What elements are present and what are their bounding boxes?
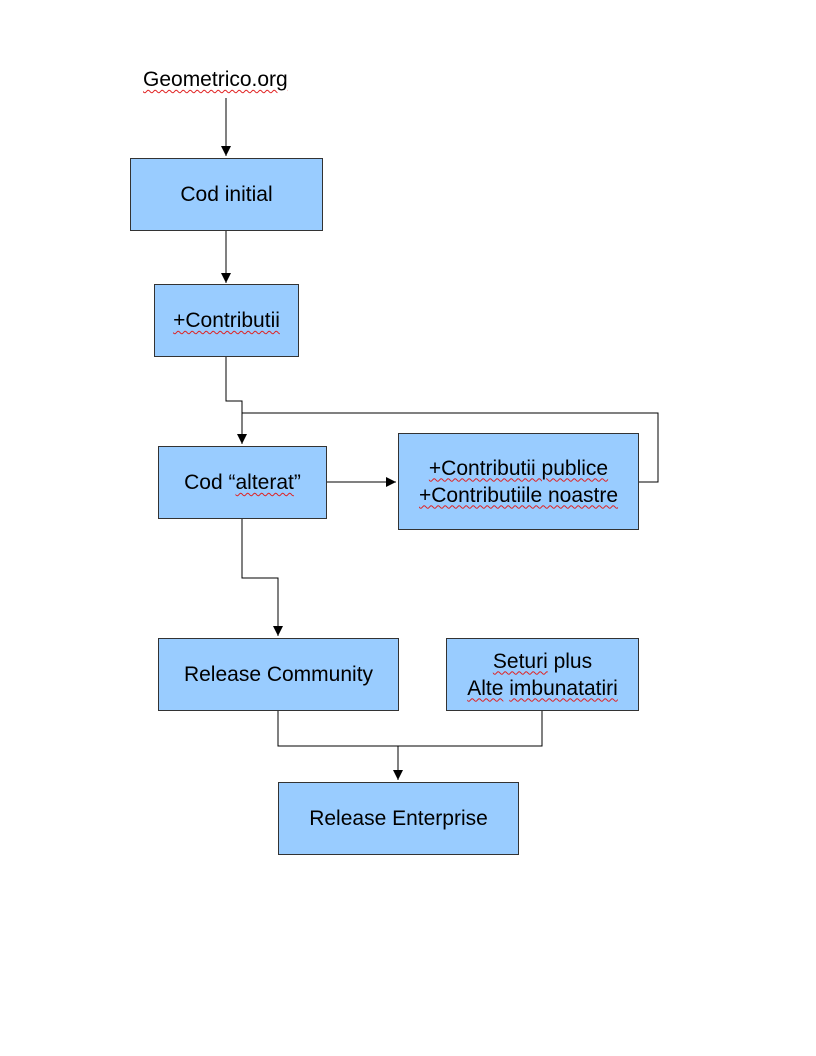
node-alte-word: Alte	[467, 676, 504, 700]
node-imbunatatiri-word: imbunatatiri	[509, 676, 618, 700]
node-contributii-line2: +Contributiile noastre	[418, 483, 619, 507]
node-seturi-rest: plus	[547, 649, 593, 673]
edge-cod-alterat-to-release-community	[241, 518, 283, 636]
node-seturi-line1: Seturi plus	[493, 648, 592, 675]
node-cod-alterat-text: Cod “alterat”	[184, 469, 301, 496]
node-contributii: +Contributii	[154, 284, 299, 357]
node-contributii-text: +Contributii	[173, 309, 280, 332]
edge-seturi-to-merge	[398, 710, 543, 747]
node-cod-initial-text: Cod initial	[180, 183, 273, 206]
node-release-enterprise: Release Enterprise	[278, 782, 519, 855]
node-contributii-publice-noastre: +Contributii publice +Contributiile noas…	[398, 433, 639, 530]
node-cod-alterat-prefix: Cod “	[184, 471, 236, 494]
node-release-community: Release Community	[158, 638, 399, 711]
node-contributii-line1: +Contributii publice	[428, 456, 609, 480]
node-seturi-alte-imbunatatiri: Seturi plus Alte imbunatatiri	[446, 638, 639, 711]
edge-contributii-to-cod-alterat	[225, 356, 247, 444]
node-release-enterprise-text: Release Enterprise	[309, 807, 488, 830]
node-release-community-text: Release Community	[183, 663, 374, 686]
node-seturi-word: Seturi	[492, 649, 548, 673]
node-cod-alterat-suffix: ”	[293, 471, 301, 494]
node-cod-initial: Cod initial	[130, 158, 323, 231]
source-label: Geometrico.org	[143, 68, 288, 91]
node-cod-alterat: Cod “alterat”	[158, 446, 327, 519]
edge-release-community-to-merge	[277, 710, 398, 747]
node-cod-alterat-word: alterat	[235, 471, 294, 494]
edge-feedback-loop	[242, 412, 659, 483]
node-seturi-line2: Alte imbunatatiri	[467, 675, 618, 702]
